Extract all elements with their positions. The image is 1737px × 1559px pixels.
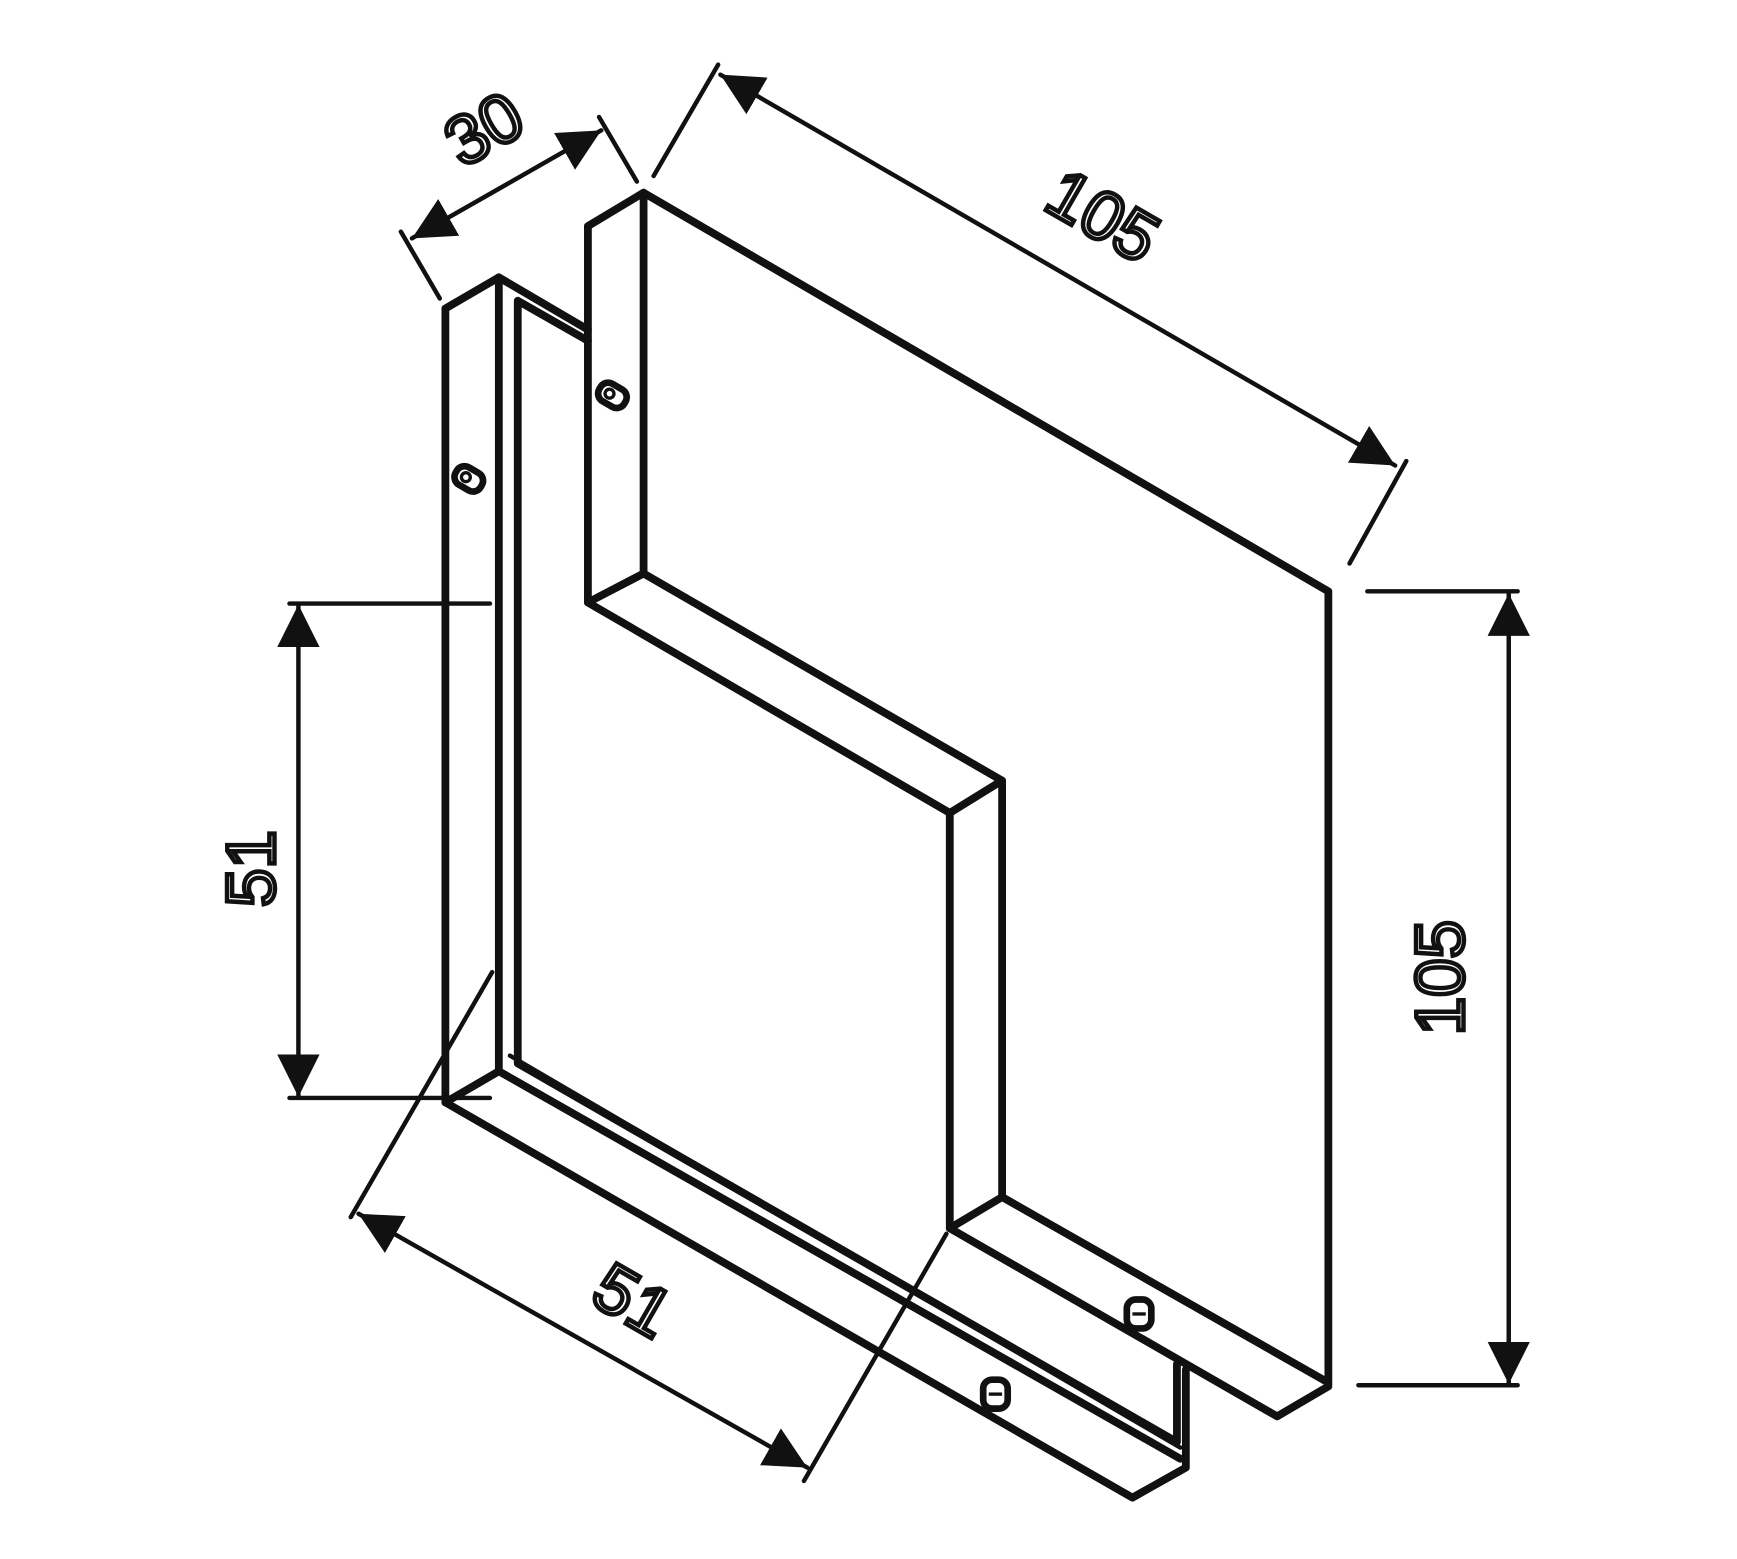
hole-icon [594,379,631,412]
screw-holes [451,379,1155,1412]
hole-icon [1123,1296,1155,1332]
hole-icon [979,1376,1012,1412]
hole-icon [451,462,487,495]
dimension-bottom-length: 51 [348,969,949,1484]
dimension-label-depth: 30 [431,77,536,182]
dimension-top-length: 105 [651,62,1409,566]
dimension-label-top-length: 105 [1034,154,1172,278]
right-bracket-part [584,188,1333,1421]
dimension-label-bottom-length: 51 [580,1248,685,1353]
dimension-left-height: 51 [210,601,493,1101]
dimension-depth: 30 [398,74,640,301]
left-bracket-part [441,273,1190,1502]
dimension-right-height: 105 [1356,589,1530,1388]
dimension-label-right-height: 105 [1402,920,1479,1035]
dimension-label-left-height: 51 [212,830,289,907]
